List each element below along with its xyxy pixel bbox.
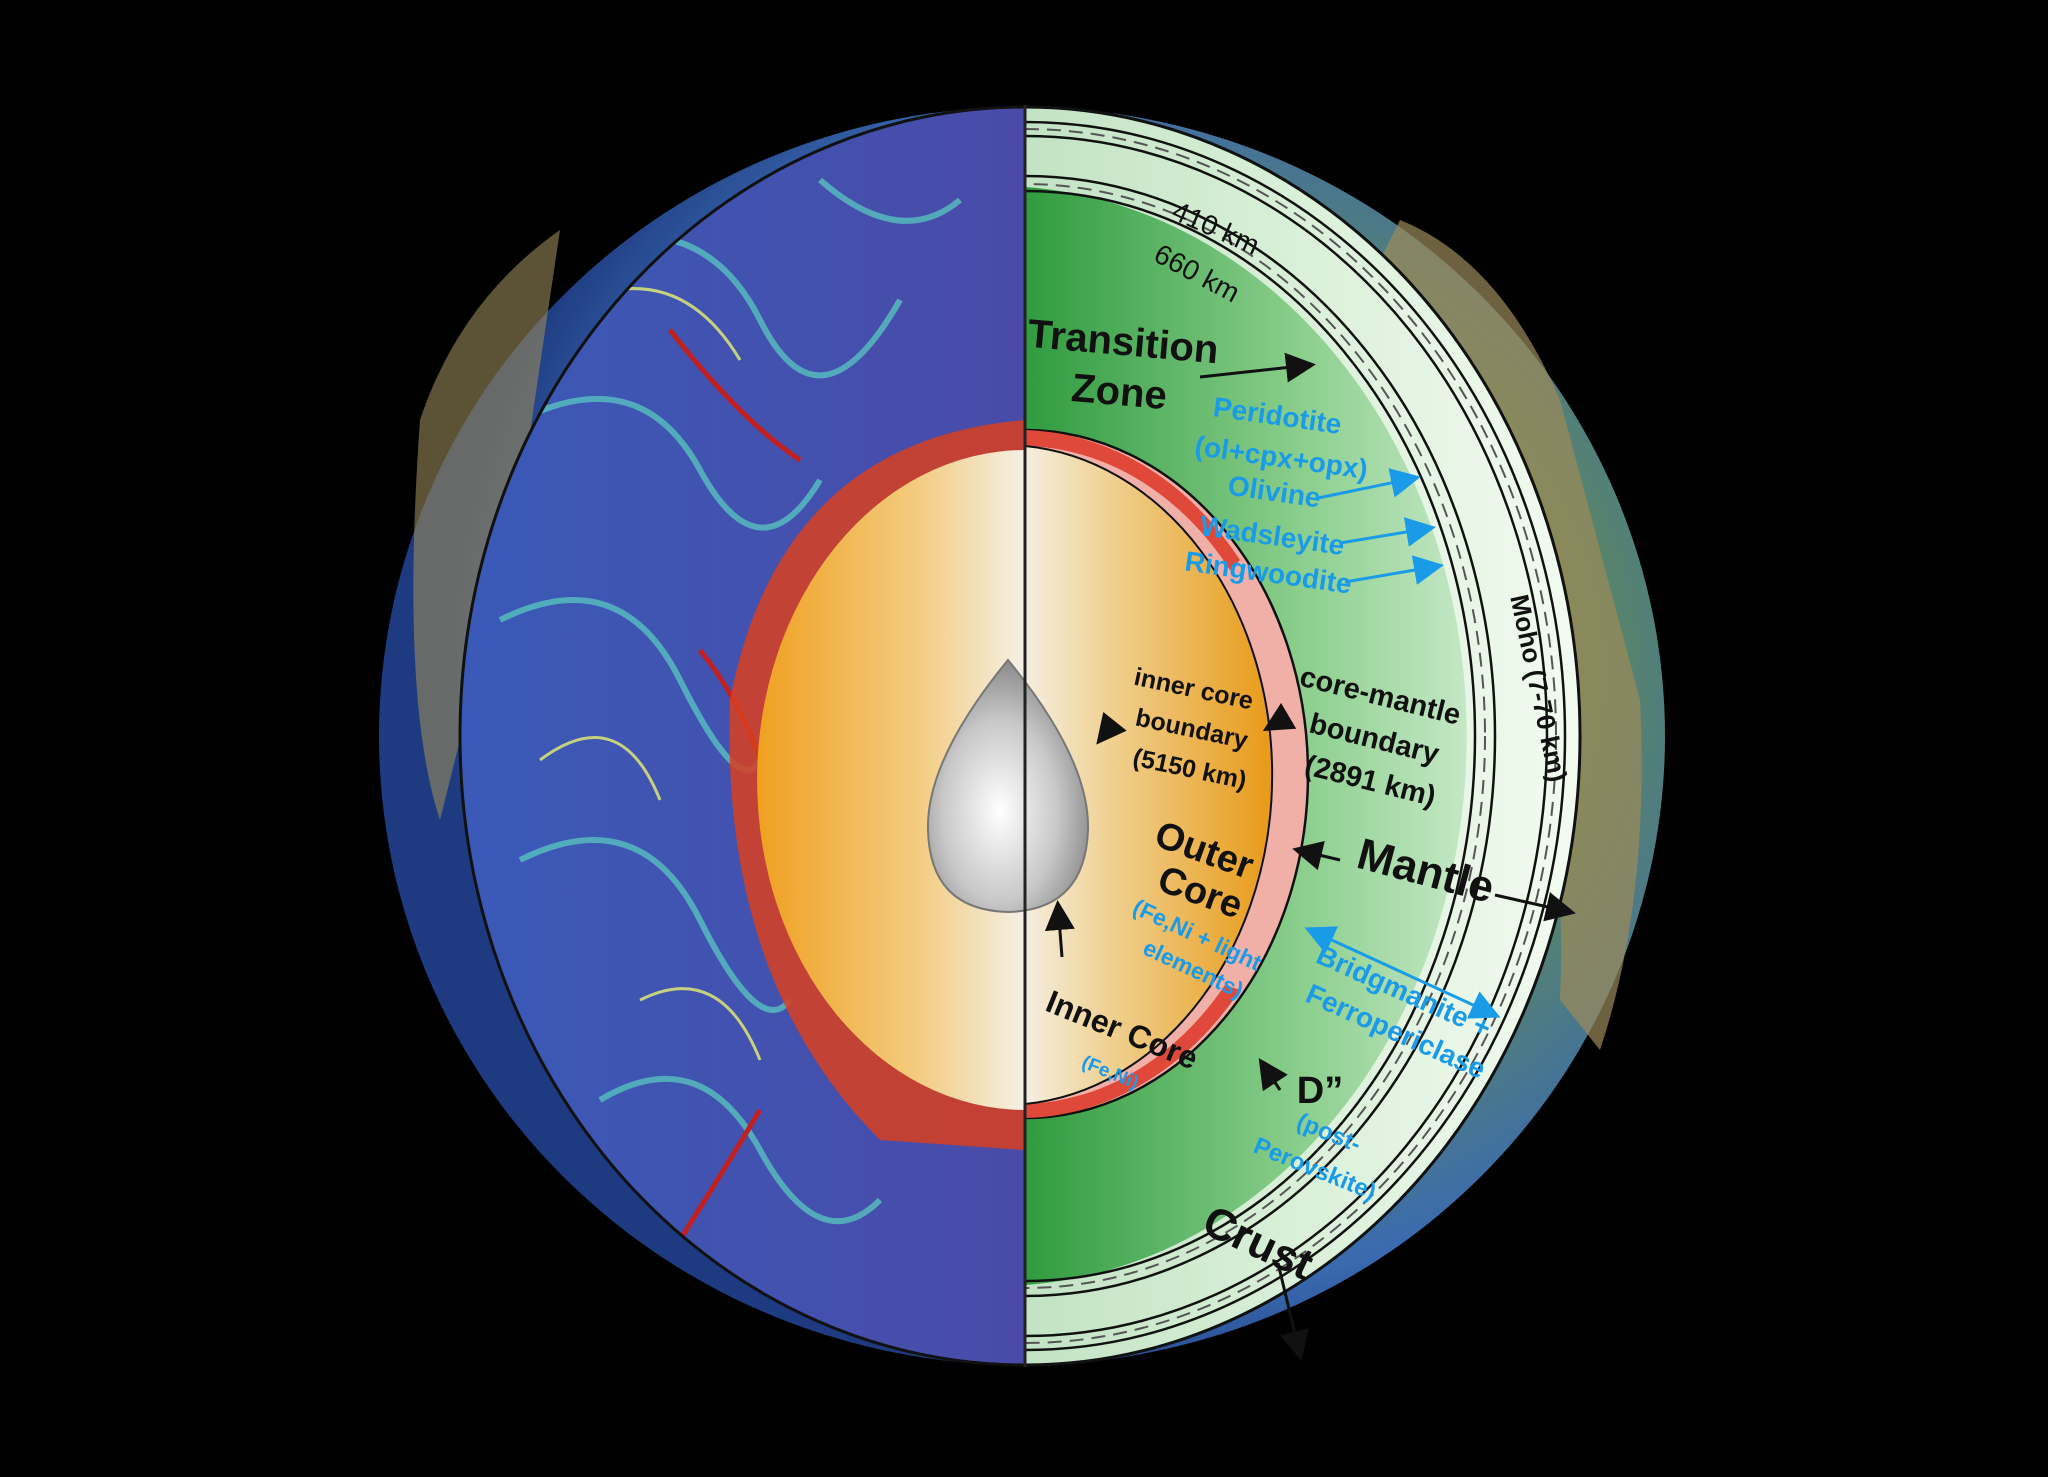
label-d-double-prime: D” [1297,1070,1343,1112]
outer-core-right [1025,444,1274,1106]
inner-core [926,658,1090,914]
black-arrows [1044,352,1576,1361]
blue-arrows [1304,468,1501,1019]
outer-core-left [757,450,1025,1110]
continent-americas [413,230,560,820]
label-transition-zone-2: Zone [1070,366,1169,418]
